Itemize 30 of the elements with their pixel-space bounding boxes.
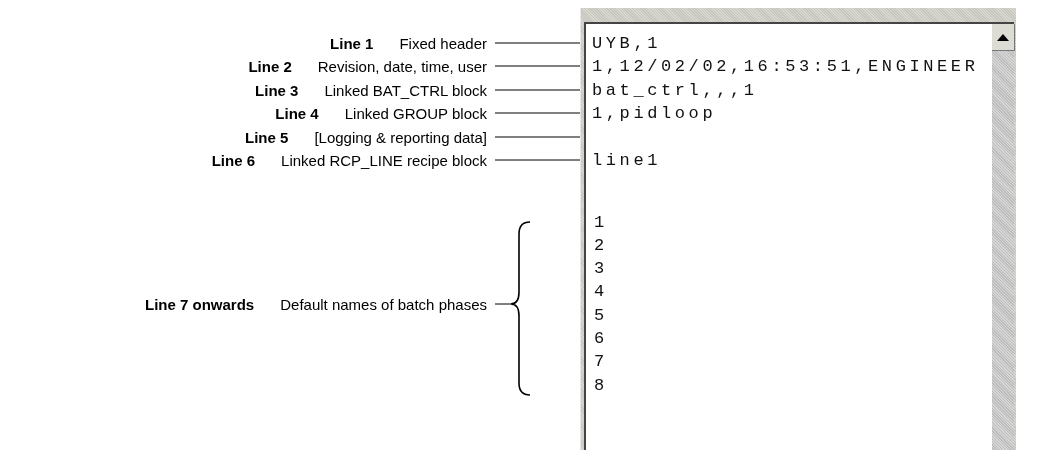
file-text-line: line1: [592, 150, 661, 170]
line-description: Linked RCP_LINE recipe block: [281, 151, 487, 169]
file-text-line: 4: [594, 281, 605, 304]
leader-line: [494, 136, 581, 138]
line-description: Default names of batch phases: [280, 295, 487, 313]
line-number-label: Line 3: [255, 81, 299, 99]
file-text-line: 1,pidloop: [592, 103, 717, 123]
line-description: Linked GROUP block: [344, 104, 487, 122]
line-description: Linked BAT_CTRL block: [324, 81, 487, 99]
line-description: Fixed header: [399, 34, 487, 52]
line-number-label: Line 1: [330, 34, 374, 52]
line-number-label: Line 7 onwards: [145, 295, 255, 313]
file-text-line: bat_ctrl,,,1: [592, 80, 758, 100]
file-text-line: 7: [594, 351, 605, 374]
leader-line: [494, 303, 512, 305]
line-number-label: Line 4: [275, 104, 319, 122]
line-description: Revision, date, time, user: [317, 57, 487, 75]
line-number-label: Line 2: [248, 57, 292, 75]
curly-brace: [510, 221, 531, 396]
file-text-line: 2: [594, 234, 605, 257]
file-text-line: UYB,1: [592, 33, 661, 53]
line-number-label: Line 5: [245, 128, 289, 146]
file-text-line: 3: [594, 258, 605, 281]
file-text-line: 1,12/02/02,16:53:51,ENGINEER: [592, 56, 979, 76]
line-number-label: Line 6: [211, 151, 256, 169]
file-text-line: 6: [594, 328, 605, 350]
line-description: [Logging & reporting data]: [314, 128, 487, 146]
file-text-line: 8: [594, 374, 605, 397]
file-text-line: 5: [594, 304, 605, 327]
file-text-line: 1: [594, 211, 605, 234]
